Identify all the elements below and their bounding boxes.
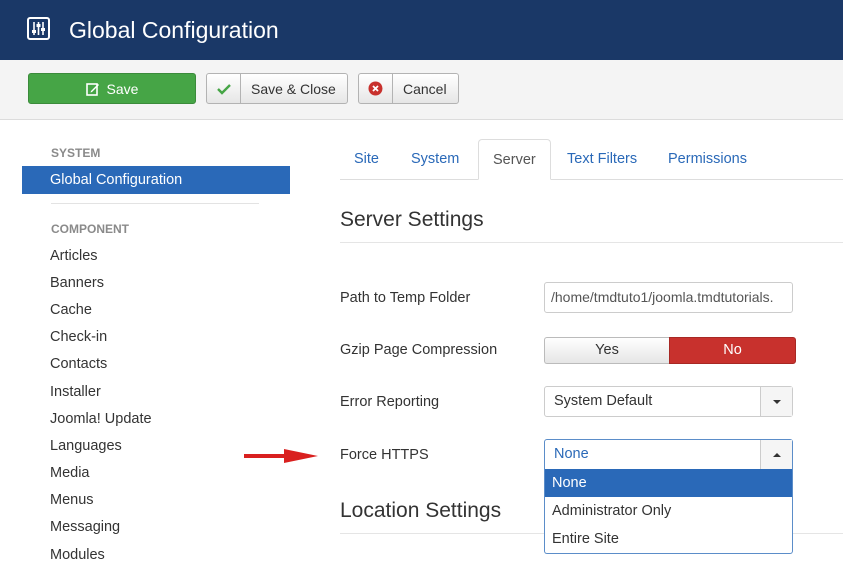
cancel-button[interactable]: Cancel	[358, 73, 459, 104]
cancel-icon	[359, 74, 393, 103]
save-close-button[interactable]: Save & Close	[206, 73, 348, 104]
sidebar-item-modules[interactable]: Modules	[50, 547, 105, 563]
tab-site[interactable]: Site	[354, 151, 379, 167]
error-reporting-select[interactable]: System Default	[544, 386, 793, 417]
tab-text-filters[interactable]: Text Filters	[567, 151, 638, 167]
sidebar-item-articles[interactable]: Articles	[50, 248, 98, 264]
caret-up-icon	[760, 440, 792, 469]
toolbar: Save Save & Close Cancel	[0, 60, 843, 120]
save-close-label: Save & Close	[251, 80, 336, 97]
sidebar-item-global-configuration[interactable]: Global Configuration	[22, 166, 290, 194]
sidebar-item-check-in[interactable]: Check-in	[50, 329, 108, 345]
option-administrator-only[interactable]: Administrator Only	[552, 503, 672, 519]
save-button[interactable]: Save	[28, 73, 196, 104]
error-reporting-value: System Default	[554, 393, 653, 409]
temp-folder-input[interactable]: /home/tmdtuto1/joomla.tmdtutorials.	[544, 282, 793, 313]
cancel-label: Cancel	[403, 80, 447, 97]
force-https-label: Force HTTPS	[340, 447, 429, 463]
option-none[interactable]: None	[545, 469, 792, 497]
tab-system[interactable]: System	[411, 151, 460, 167]
sidebar-item-installer[interactable]: Installer	[50, 384, 101, 400]
sidebar-item-messaging[interactable]: Messaging	[50, 519, 121, 535]
temp-folder-label: Path to Temp Folder	[340, 290, 471, 306]
tab-server[interactable]: Server	[478, 139, 551, 180]
gzip-yes-button[interactable]: Yes	[544, 337, 669, 364]
location-settings-heading: Location Settings	[340, 499, 502, 522]
sidebar-item-languages[interactable]: Languages	[50, 438, 122, 454]
sidebar-item-media[interactable]: Media	[50, 465, 90, 481]
sidebar-item-joomla-update[interactable]: Joomla! Update	[50, 411, 152, 427]
error-reporting-label: Error Reporting	[340, 394, 440, 410]
app-header: Global Configuration	[0, 0, 843, 60]
sidebar-heading-system: SYSTEM	[51, 146, 101, 160]
sidebar-item-cache[interactable]: Cache	[50, 302, 92, 318]
force-https-dropdown: None Administrator Only Entire Site	[544, 469, 793, 554]
gzip-label: Gzip Page Compression	[340, 342, 498, 358]
gzip-no-button[interactable]: No	[669, 337, 796, 364]
check-icon	[207, 74, 241, 103]
force-https-select[interactable]: None	[544, 439, 793, 470]
tab-permissions[interactable]: Permissions	[668, 151, 747, 167]
page-title: Global Configuration	[69, 17, 279, 43]
force-https-value: None	[554, 446, 589, 462]
sidebar-divider	[51, 203, 259, 204]
sliders-icon	[27, 17, 50, 40]
sidebar-item-banners[interactable]: Banners	[50, 275, 105, 291]
arrow-right-icon	[244, 449, 318, 463]
sidebar-heading-component: COMPONENT	[51, 222, 129, 236]
config-tabs: Site System Server Text Filters Permissi…	[340, 139, 843, 180]
section-divider	[340, 242, 843, 243]
gzip-toggle: Yes No	[544, 337, 796, 364]
sidebar-item-menus[interactable]: Menus	[50, 492, 94, 508]
section-divider	[793, 533, 843, 534]
option-entire-site[interactable]: Entire Site	[552, 531, 619, 547]
edit-icon	[85, 82, 99, 96]
sidebar-item-contacts[interactable]: Contacts	[50, 356, 108, 372]
section-divider	[340, 533, 544, 534]
caret-down-icon	[760, 387, 792, 416]
server-settings-heading: Server Settings	[340, 208, 484, 231]
save-label: Save	[106, 80, 139, 97]
